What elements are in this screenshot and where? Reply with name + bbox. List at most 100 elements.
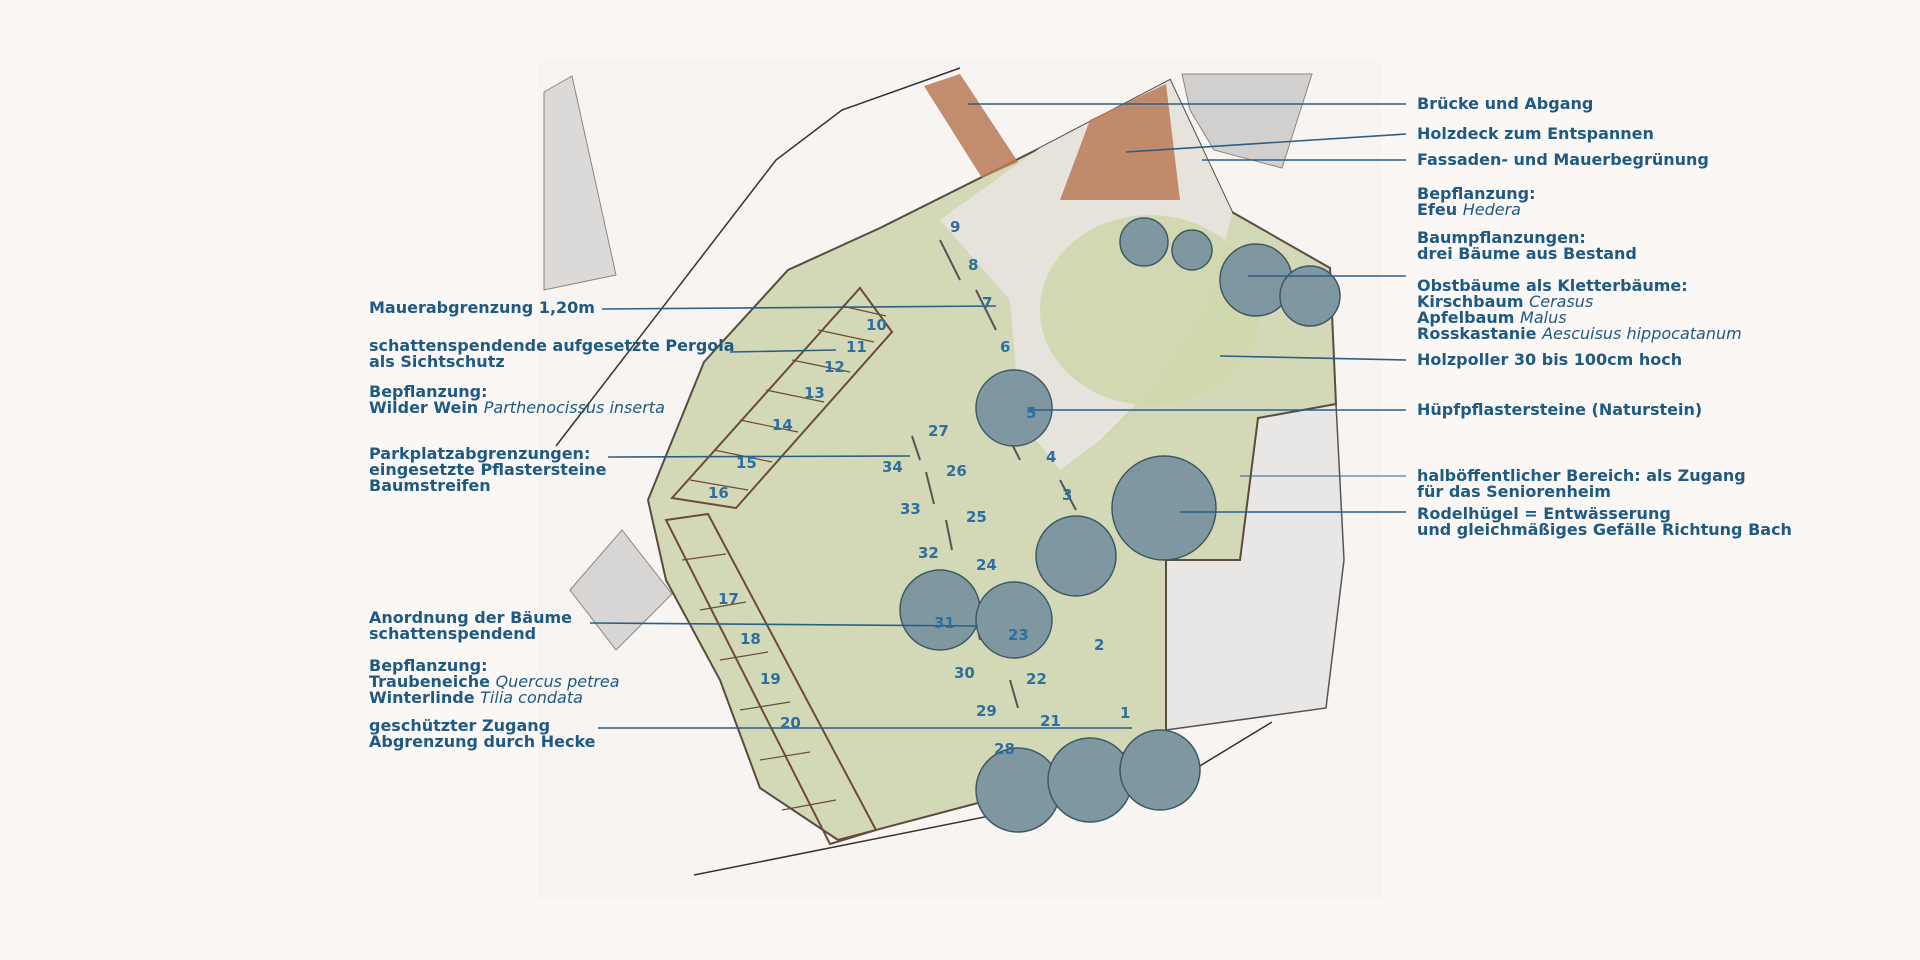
label-text: halböffentlicher Bereich: als Zugang	[1417, 466, 1746, 485]
botanical-name: Hedera	[1462, 200, 1521, 219]
botanical-name: Tilia condata	[480, 688, 583, 707]
parking-space-number: 2	[1094, 636, 1105, 654]
label-line: Rodelhügel = Entwässerung	[1417, 506, 1792, 522]
parking-space-number: 30	[954, 664, 975, 682]
label-text: Fassaden- und Mauerbegrünung	[1417, 150, 1709, 169]
tree	[1119, 729, 1201, 811]
label-text: Bepflanzung:	[369, 656, 488, 675]
label-line: Bepflanzung:	[369, 384, 665, 400]
label-text: eingesetzte Pflastersteine	[369, 460, 607, 479]
label-holzpoller: Holzpoller 30 bis 100cm hoch	[1417, 352, 1682, 368]
tree	[1171, 229, 1213, 271]
neighbour-building-left	[543, 75, 617, 291]
leader-pergola	[729, 349, 837, 353]
label-text: Brücke und Abgang	[1417, 94, 1594, 113]
parking-space-number: 34	[882, 458, 903, 476]
leader-lines	[589, 103, 1407, 729]
label-line: Holzdeck zum Entspannen	[1417, 126, 1654, 142]
parking-space-number: 1	[1120, 704, 1131, 722]
label-text: Obstbäume als Kletterbäume:	[1417, 276, 1688, 295]
parking-space-number: 10	[866, 316, 887, 334]
tree	[1111, 455, 1217, 561]
label-text: Bepflanzung:	[369, 382, 488, 401]
parking-space-number: 5	[1026, 404, 1037, 422]
label-text: Traubeneiche	[369, 672, 496, 691]
label-line: geschützter Zugang	[369, 718, 596, 734]
parking-space-number: 31	[934, 614, 955, 632]
label-line: Baumstreifen	[369, 478, 606, 494]
label-text: Baumstreifen	[369, 476, 491, 495]
leader-anordnung	[589, 622, 979, 627]
label-baumpflanzungen: Baumpflanzungen:drei Bäume aus Bestand	[1417, 230, 1637, 262]
tree	[1035, 515, 1117, 597]
parking-space-number: 8	[968, 256, 979, 274]
label-line: Brücke und Abgang	[1417, 96, 1593, 112]
label-text: geschützter Zugang	[369, 716, 551, 735]
leader-mauerabgrenzung	[601, 305, 997, 310]
label-line: schattenspendende aufgesetzte Pergola	[369, 338, 735, 354]
label-parkplatz: Parkplatzabgrenzungen:eingesetzte Pflast…	[369, 446, 606, 494]
label-line: Bepflanzung:	[369, 658, 620, 674]
botanical-name: Aescuisus hippocatanum	[1542, 324, 1742, 343]
label-text: und gleichmäßiges Gefälle Richtung Bach	[1417, 520, 1792, 539]
tree	[975, 369, 1053, 447]
parking-space-number: 24	[976, 556, 997, 574]
tree	[975, 747, 1061, 833]
label-line: Traubeneiche Quercus petrea	[369, 674, 620, 690]
label-text: für das Seniorenheim	[1417, 482, 1611, 501]
parking-space-number: 16	[708, 484, 729, 502]
parking-space-number: 15	[736, 454, 757, 472]
parking-space-number: 6	[1000, 338, 1011, 356]
botanical-name: Parthenocissus inserta	[483, 398, 665, 417]
hedge-beams	[681, 553, 837, 811]
label-bruecke: Brücke und Abgang	[1417, 96, 1593, 112]
tree	[1047, 737, 1133, 823]
label-bepflanzung-wein: Bepflanzung:Wilder Wein Parthenocissus i…	[369, 384, 665, 416]
parking-space-number: 29	[976, 702, 997, 720]
label-line: eingesetzte Pflastersteine	[369, 462, 606, 478]
parking-space-number: 23	[1008, 626, 1029, 644]
label-text: Holzpoller 30 bis 100cm hoch	[1417, 350, 1683, 369]
label-text: schattenspendend	[369, 624, 537, 643]
label-line: als Sichtschutz	[369, 354, 735, 370]
label-huepfpflaster: Hüpfpflastersteine (Naturstein)	[1417, 402, 1702, 418]
botanical-name: Quercus petrea	[495, 672, 620, 691]
pergola	[670, 286, 894, 510]
label-line: und gleichmäßiges Gefälle Richtung Bach	[1417, 522, 1792, 538]
label-line: Wilder Wein Parthenocissus inserta	[369, 400, 665, 416]
label-line: für das Seniorenheim	[1417, 484, 1746, 500]
label-line: schattenspendend	[369, 626, 572, 642]
label-line: Efeu Hedera	[1417, 202, 1536, 218]
label-text: als Sichtschutz	[369, 352, 505, 371]
label-line: drei Bäume aus Bestand	[1417, 246, 1637, 262]
label-obstbaeume: Obstbäume als Kletterbäume:Kirschbaum Ce…	[1417, 278, 1742, 342]
leader-holzdeck	[1125, 133, 1407, 153]
parking-space-number: 7	[982, 294, 993, 312]
holzdeck	[1060, 84, 1180, 200]
label-line: halböffentlicher Bereich: als Zugang	[1417, 468, 1746, 484]
parking-space-number: 18	[740, 630, 761, 648]
label-line: Winterlinde Tilia condata	[369, 690, 620, 706]
label-text: Kirschbaum	[1417, 292, 1530, 311]
label-text: Winterlinde	[369, 688, 481, 707]
parking-space-number: 27	[928, 422, 949, 440]
parking-space-number: 26	[946, 462, 967, 480]
parking-space-number: 9	[950, 218, 961, 236]
label-text: Bepflanzung:	[1417, 184, 1536, 203]
label-line: Apfelbaum Malus	[1417, 310, 1742, 326]
label-line: Fassaden- und Mauerbegrünung	[1417, 152, 1709, 168]
label-line: Anordnung der Bäume	[369, 610, 572, 626]
label-text: Hüpfpflastersteine (Naturstein)	[1417, 400, 1703, 419]
label-line: Obstbäume als Kletterbäume:	[1417, 278, 1742, 294]
parking-space-number: 3	[1062, 486, 1073, 504]
label-text: Efeu	[1417, 200, 1463, 219]
label-line: Bepflanzung:	[1417, 186, 1536, 202]
label-text: Wilder Wein	[369, 398, 484, 417]
leader-parkplatz	[607, 455, 911, 458]
label-bepflanzung-efeu: Bepflanzung:Efeu Hedera	[1417, 186, 1536, 218]
tree	[975, 581, 1053, 659]
